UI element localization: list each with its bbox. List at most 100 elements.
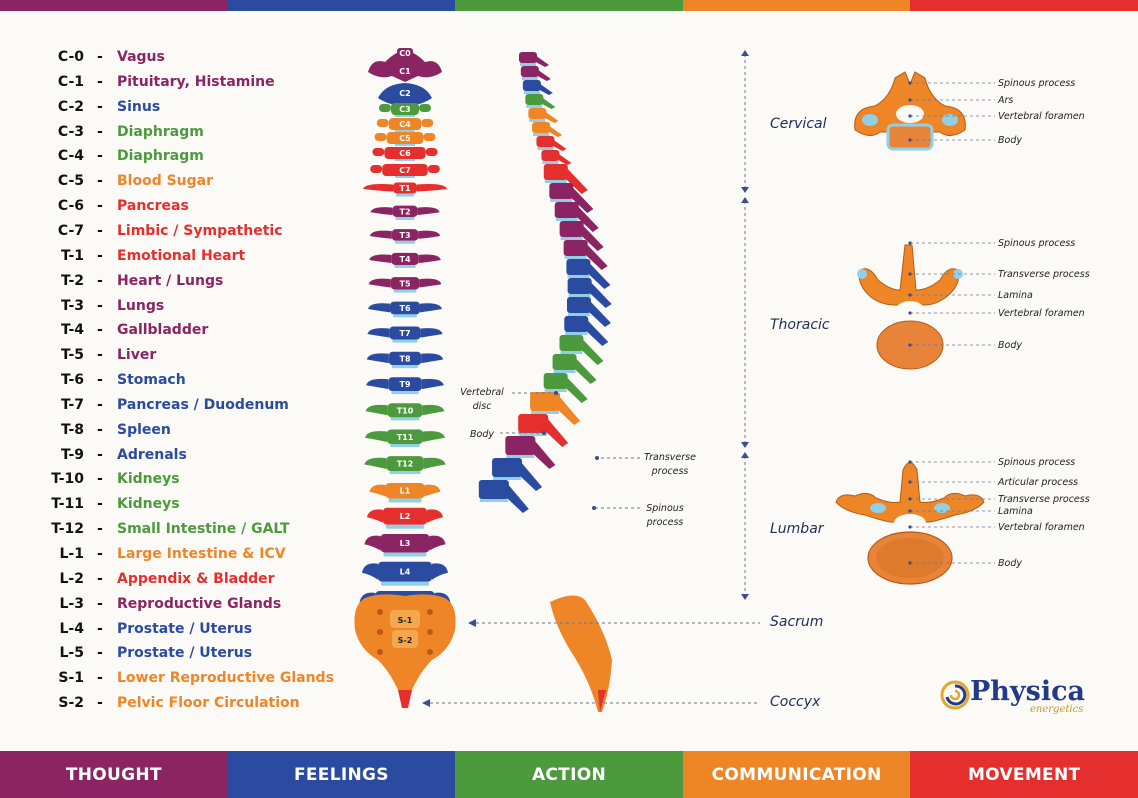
legend-row: S-2-Pelvic Floor Circulation — [40, 695, 360, 717]
coccyx-arrow — [422, 699, 430, 707]
vertebra-label: C1 — [399, 67, 411, 76]
vertebra-label: T1 — [399, 184, 410, 193]
organ-name: Blood Sugar — [117, 173, 214, 190]
transverse-pointer-tip — [595, 456, 599, 460]
vertebra-l1: L1 — [369, 482, 441, 503]
dash-separator: - — [97, 570, 103, 587]
transverse-left — [369, 230, 392, 239]
side-disc — [493, 477, 522, 480]
transverse-left — [369, 254, 392, 263]
spinous-pointer-tip — [592, 506, 596, 510]
legend-row: L-4-Prostate / Uterus — [40, 621, 360, 643]
part-label: Vertebral foramen — [998, 111, 1085, 122]
thoracic-vertebra-illustration — [857, 244, 963, 370]
spinous-process — [580, 338, 604, 365]
sacral-foramen — [377, 629, 383, 635]
vertebra-body — [387, 403, 423, 418]
logo-subtitle: energetics — [1030, 704, 1084, 715]
spinous-process — [573, 357, 597, 384]
vertebra-code: T-2 — [60, 272, 84, 289]
side-vertebra — [549, 183, 594, 213]
part-pointer-tip — [908, 98, 912, 102]
dash-separator: - — [97, 148, 103, 165]
side-vertebra — [505, 436, 556, 469]
side-vertebra — [532, 122, 563, 137]
dash-separator: - — [97, 247, 103, 264]
footer-action: ACTION — [455, 751, 683, 798]
part-label: Body — [998, 340, 1022, 351]
part-pointer-tip — [908, 293, 912, 297]
vertebra-code: T-11 — [51, 496, 84, 513]
side-vertebra — [541, 150, 572, 165]
region-thoracic: Thoracic — [770, 317, 830, 333]
top-color-bar — [0, 0, 1138, 11]
transverse-label: process — [651, 466, 689, 477]
side-vertebra — [519, 52, 549, 67]
dash-separator: - — [97, 546, 103, 562]
vertebra-label: T10 — [397, 406, 414, 415]
vertebra-l2: L2 — [367, 507, 443, 529]
side-vertebra — [564, 316, 609, 346]
vertebra-code: C-3 — [57, 123, 84, 140]
side-vertebra-body — [520, 66, 539, 77]
side-vertebra-body — [525, 94, 544, 105]
transverse-left — [367, 509, 383, 523]
part-label: Lamina — [998, 290, 1033, 301]
dash-separator: - — [97, 73, 103, 90]
transverse-right — [427, 509, 443, 523]
organ-name: Kidneys — [117, 471, 180, 488]
side-disc — [560, 237, 583, 240]
vertebra-label: C5 — [399, 134, 411, 143]
side-vertebra — [554, 202, 599, 232]
dash-separator: - — [97, 695, 103, 712]
disc — [394, 240, 416, 244]
vertebra-label: T2 — [399, 207, 410, 216]
sacrum-label: S-1 — [398, 616, 413, 625]
transverse-right — [423, 431, 445, 442]
legend-row: C-3-Diaphragm — [40, 124, 360, 146]
transverse-left — [364, 535, 381, 551]
organ-name: Reproductive Glands — [117, 595, 282, 612]
vertebra-label: C7 — [399, 166, 410, 175]
organ-name: Prostate / Uterus — [117, 645, 253, 662]
top-bar-thought — [0, 0, 228, 11]
part-pointer-tip — [908, 272, 912, 276]
transverse-right — [417, 207, 440, 215]
legend-row: C-2-Sinus — [40, 99, 360, 121]
dash-separator: - — [97, 372, 103, 389]
side-vertebra-body — [478, 480, 509, 499]
spine-diagram: C0C1C2C3C4C5C6C7T1T2T3T4T5T6T7T8T9T10T11… — [354, 48, 1090, 712]
part-pointer-tip — [908, 114, 912, 118]
side-disc — [523, 91, 540, 94]
vertebra-t12: T12 — [364, 456, 446, 474]
transverse-right — [427, 165, 440, 173]
organ-name: Vagus — [117, 49, 165, 65]
spinous-process — [587, 262, 611, 289]
disc — [390, 444, 420, 447]
organ-name: Pelvic Floor Circulation — [117, 695, 300, 712]
dash-separator: - — [97, 595, 103, 612]
vertebra-body — [390, 277, 420, 290]
organ-name: Stomach — [117, 372, 186, 389]
organ-name: Adrenals — [117, 446, 187, 463]
side-disc — [533, 133, 550, 136]
legend-row: C-4-Diaphragm — [40, 148, 360, 170]
legend-row: T-12-Small Intestine / GALT — [40, 521, 360, 543]
vertebra-t2: T2 — [370, 205, 440, 220]
vertebra-c5: C5 — [374, 132, 436, 146]
part-label: Body — [998, 558, 1022, 569]
vertebra-label: C3 — [399, 105, 410, 114]
side-disc — [531, 411, 560, 414]
vertebra-code: L-1 — [59, 546, 84, 562]
vertebra-details: VertebraldiscBodyTransverseprocessSpinou… — [422, 50, 1090, 710]
organ-name: Limbic / Sympathetic — [117, 222, 283, 239]
transverse-left — [362, 563, 378, 580]
side-disc — [567, 275, 590, 278]
region-arrow-down — [741, 442, 749, 448]
legend-row: T-3-Lungs — [40, 298, 360, 320]
side-vertebra — [492, 458, 543, 491]
dash-separator: - — [97, 645, 103, 662]
organ-name: Pancreas — [117, 198, 189, 215]
spinous-process — [534, 55, 549, 67]
vertebra-code: C-4 — [57, 148, 84, 165]
